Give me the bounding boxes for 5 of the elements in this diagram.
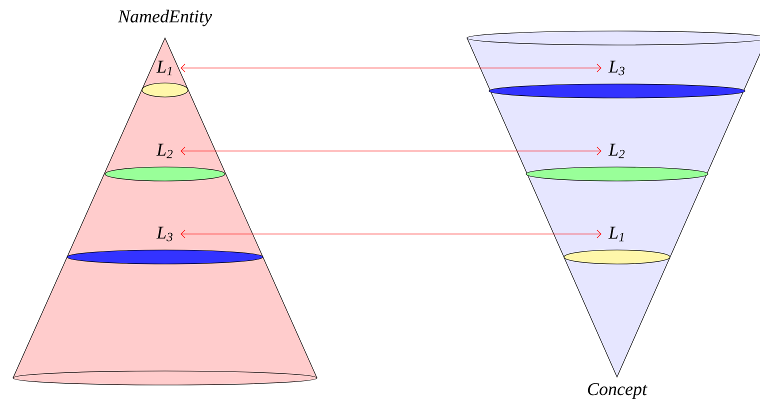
level-label: L$_{2}$ — [156, 144, 173, 158]
cone-title: NamedEntity — [118, 10, 212, 26]
level-label: L$_{1}$ — [156, 60, 172, 76]
level-label: L$_{3}$ — [156, 226, 172, 242]
cone-title: Concept — [588, 383, 648, 399]
